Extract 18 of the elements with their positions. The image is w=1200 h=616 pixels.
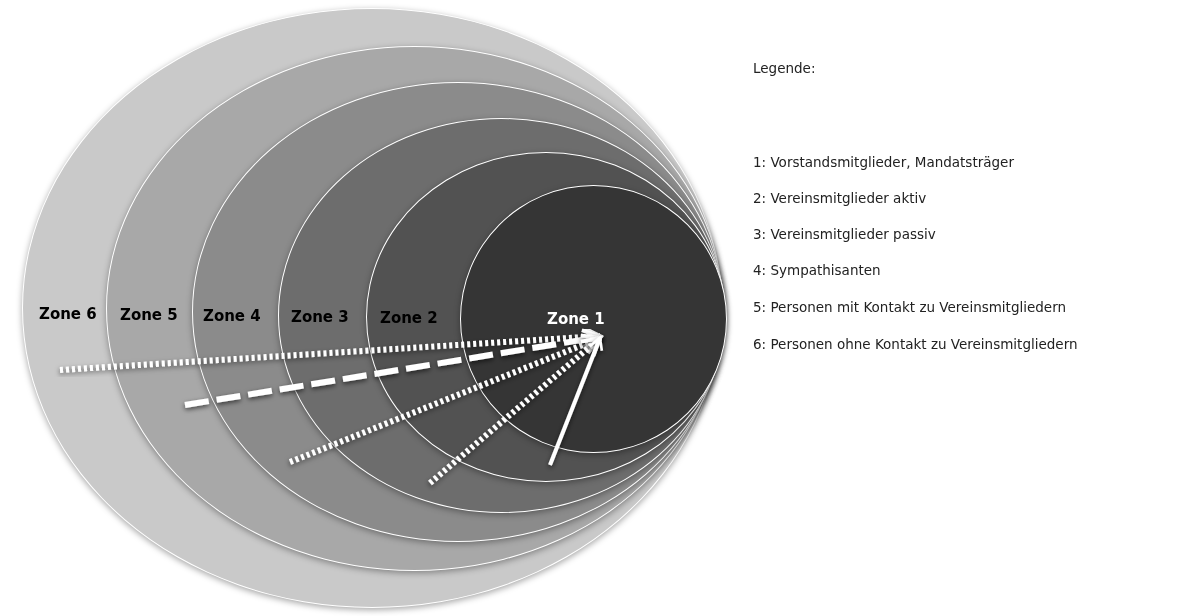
arrow — [548, 336, 604, 466]
zone-label: Zone 6 — [39, 305, 97, 323]
zone-label: Zone 3 — [291, 308, 349, 326]
legend-entry: 5: Personen mit Kontakt zu Vereinsmitgliedern — [753, 299, 1067, 315]
zone-label: Zone 5 — [120, 306, 178, 324]
arrow — [428, 335, 602, 486]
legend-heading: Legende: — [753, 60, 816, 76]
arrow — [184, 328, 602, 408]
zone-label: Zone 1 — [547, 310, 605, 328]
legend-entry: 1: Vorstandsmitglieder, Mandatsträger — [753, 154, 1014, 170]
arrow — [59, 325, 602, 373]
legend-entry: 3: Vereinsmitglieder passiv — [753, 226, 936, 242]
zone-label: Zone 2 — [380, 309, 438, 327]
zone-label: Zone 4 — [203, 307, 261, 325]
legend-entry: 2: Vereinsmitglieder aktiv — [753, 190, 927, 206]
legend-entry: 4: Sympathisanten — [753, 262, 881, 278]
legend-entry: 6: Personen ohne Kontakt zu Vereinsmitgliedern — [753, 336, 1078, 352]
arrow — [288, 333, 602, 465]
